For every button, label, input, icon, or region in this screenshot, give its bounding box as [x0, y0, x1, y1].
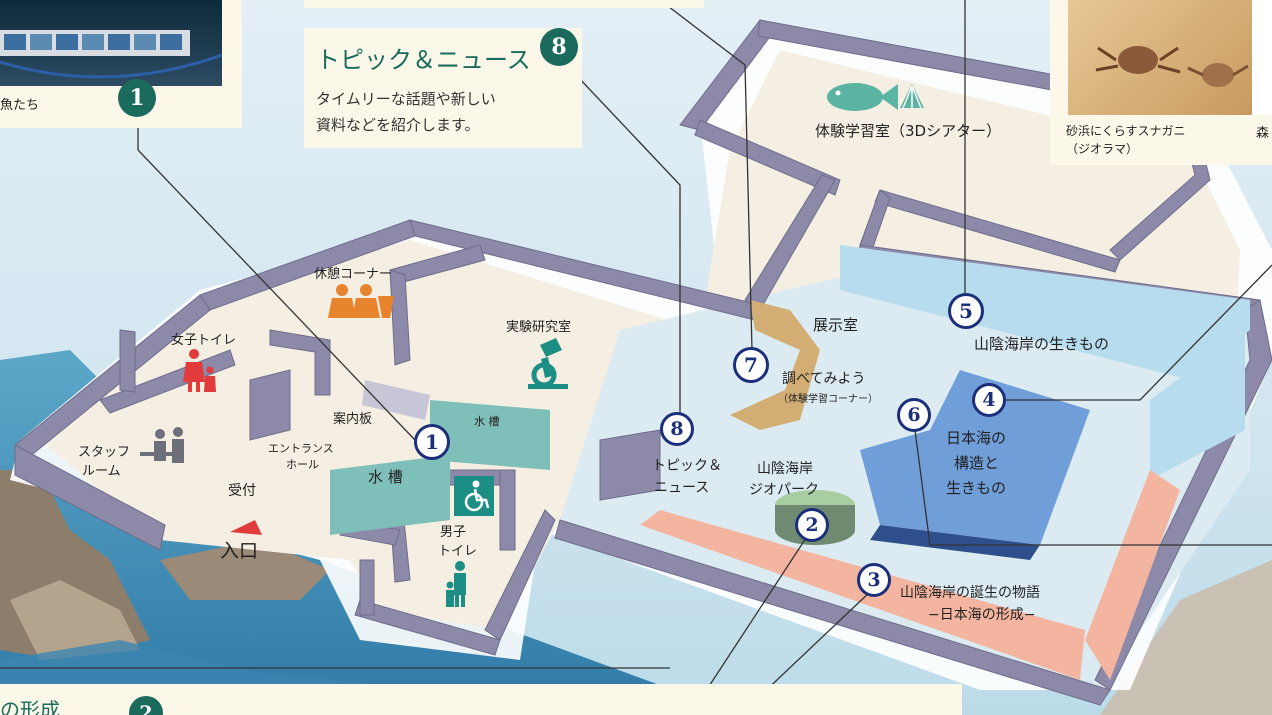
entrance-hall-label-2: ホール — [286, 458, 319, 471]
exhibit-4-label-3: 生きもの — [946, 479, 1007, 497]
fish-caption: 魚たち — [0, 98, 40, 113]
top-strip — [304, 0, 704, 8]
exhibit-marker-6[interactable]: 6 — [897, 398, 931, 432]
exhibit-4-block — [860, 370, 1090, 545]
entrance-marker — [230, 520, 262, 535]
entrance-hall-label-1: エントランス — [268, 442, 334, 455]
exhibit-marker-2[interactable]: 2 — [795, 508, 829, 542]
exhibit-7-label-2: （体験学習コーナー） — [778, 394, 878, 405]
topic-news-number: 8 — [540, 28, 578, 66]
bottom-number: 2 — [129, 696, 163, 715]
staff-room-label-1: スタッフ — [78, 445, 131, 460]
exhibit-8-label-2: ニュース — [654, 480, 710, 496]
lab-label: 実験研究室 — [506, 320, 572, 335]
exhibit-3-label-1: 山陰海岸の誕生の物語 — [900, 585, 1040, 601]
exhibit-7-corner — [730, 300, 820, 430]
exhibit-marker-5[interactable]: 5 — [948, 293, 984, 329]
topic-news-desc-2: 資料などを紹介します。 — [316, 116, 480, 134]
rest-corner-label: 休憩コーナー — [314, 267, 393, 282]
crab-photo-card: 砂浜にくらすスナガニ （ジオラマ） 森 — [1050, 0, 1272, 165]
tank-small-label: 水 槽 — [474, 415, 500, 428]
staff-room-label-2: ルーム — [82, 464, 121, 479]
mens-toilet-label-2: トイレ — [438, 544, 478, 559]
exhibit-4-label-2: 構造と — [954, 454, 1000, 472]
exhibit-5-area-side — [1150, 330, 1245, 480]
exhibit-marker-4[interactable]: 4 — [972, 383, 1006, 417]
womens-toilet-label: 女子トイレ — [171, 333, 237, 348]
aquarium-photo — [0, 0, 222, 86]
exhibition-label: 展示室 — [813, 316, 859, 334]
exhibit-marker-8[interactable]: 8 — [660, 412, 694, 446]
topic-news-title: トピック＆ニュース — [316, 46, 531, 74]
topic-news-card: トピック＆ニュース タイムリーな話題や新しい 資料などを紹介します。 — [304, 28, 582, 148]
theater-label: 体験学習室（3Dシアター） — [815, 122, 1002, 140]
edge-text: 森 — [1256, 126, 1270, 141]
exhibit-3-area — [640, 510, 1085, 680]
crab-caption-2: （ジオラマ） — [1066, 142, 1139, 156]
exhibit-2-label-2: ジオパーク — [749, 482, 819, 498]
info-board-shape — [362, 380, 430, 420]
tank-small — [430, 400, 550, 470]
exhibit-3-area-side — [1085, 470, 1180, 680]
exhibit-marker-1[interactable]: 1 — [414, 424, 450, 460]
exhibit-4-label-1: 日本海の — [946, 429, 1007, 447]
exhibit-3-label-2: −日本海の形成− — [928, 607, 1036, 623]
mens-toilet-label-1: 男子 — [440, 525, 467, 540]
exhibit-marker-7[interactable]: 7 — [733, 347, 769, 383]
exhibit-5-area — [840, 245, 1250, 380]
tank-large-label: 水 槽 — [368, 468, 403, 486]
crab-photo — [1068, 0, 1252, 115]
info-board-label: 案内板 — [333, 412, 373, 427]
exhibit-2-label-1: 山陰海岸 — [757, 461, 813, 477]
exhibit-marker-3[interactable]: 3 — [857, 563, 891, 597]
bottom-fragment-title: の形成 — [0, 698, 60, 715]
tank-large — [330, 455, 450, 535]
callout-number-1-top: 1 — [118, 79, 156, 117]
exhibit-7-label-1: 調べてみよう — [782, 371, 866, 387]
topic-news-desc-1: タイムリーな話題や新しい — [316, 90, 496, 108]
exhibit-8-label-1: トピック＆ — [652, 458, 722, 474]
reception-label: 受付 — [228, 483, 256, 499]
exhibit-5-label: 山陰海岸の生きもの — [974, 335, 1110, 353]
entrance-label: 入口 — [220, 540, 259, 562]
crab-caption-1: 砂浜にくらすスナガニ — [1066, 124, 1186, 138]
